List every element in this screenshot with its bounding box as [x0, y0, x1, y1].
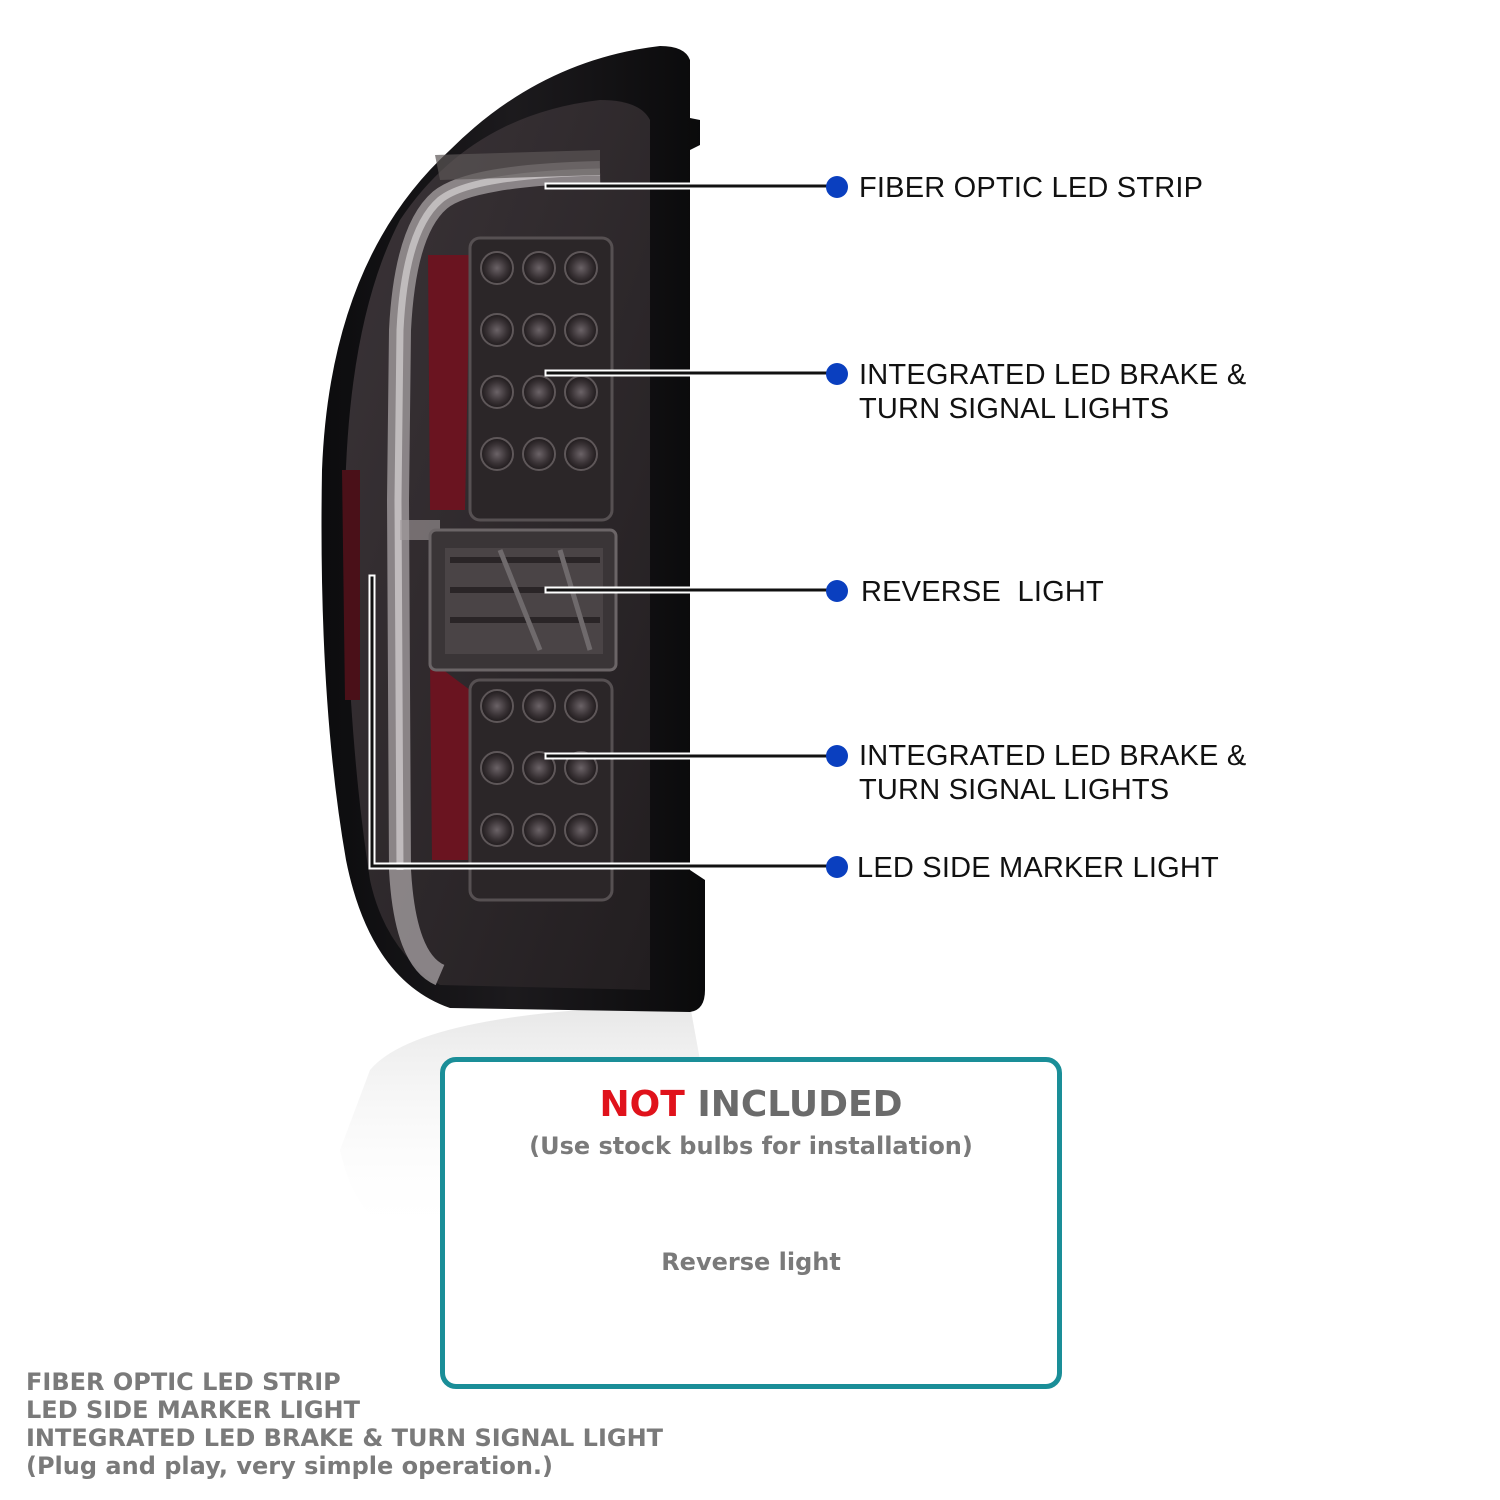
led-bulb — [522, 437, 556, 471]
led-bulb — [564, 751, 598, 785]
callout-dot — [826, 363, 848, 385]
led-bulb — [480, 689, 514, 723]
led-bulb — [480, 375, 514, 409]
led-bulb — [480, 751, 514, 785]
red-reflector — [430, 660, 470, 860]
feature-item: (Plug and play, very simple operation.) — [26, 1452, 553, 1480]
led-bulb — [480, 251, 514, 285]
led-bulb — [564, 375, 598, 409]
callout-fiber-optic-strip: FIBER OPTIC LED STRIP — [859, 172, 1204, 204]
led-bulb — [522, 313, 556, 347]
led-bulb — [564, 813, 598, 847]
callout-dot — [826, 856, 848, 878]
led-bulb — [564, 251, 598, 285]
led-bulb — [522, 375, 556, 409]
led-bulb — [564, 689, 598, 723]
led-bulb — [480, 813, 514, 847]
not-included-title: NOT INCLUDED — [599, 1084, 903, 1125]
not-included-box: NOT INCLUDED (Use stock bulbs for instal… — [440, 1057, 1062, 1389]
led-bulb — [522, 813, 556, 847]
leader-lines — [368, 182, 834, 870]
callout-lower-brake-turn: INTEGRATED LED BRAKE & TURN SIGNAL LIGHT… — [859, 740, 1247, 806]
callout-side-marker: LED SIDE MARKER LIGHT — [857, 852, 1219, 884]
not-included-item: Reverse light — [661, 1248, 841, 1276]
led-bulb — [564, 313, 598, 347]
feature-item: LED SIDE MARKER LIGHT — [26, 1396, 360, 1424]
callout-upper-brake-turn: INTEGRATED LED BRAKE & TURN SIGNAL LIGHT… — [859, 359, 1247, 425]
red-reflector — [428, 255, 470, 510]
led-bulb — [522, 751, 556, 785]
led-bulb — [480, 313, 514, 347]
led-bulb — [480, 437, 514, 471]
callout-dot — [826, 580, 848, 602]
not-included-subtitle: (Use stock bulbs for installation) — [529, 1132, 973, 1160]
feature-item: FIBER OPTIC LED STRIP — [26, 1368, 341, 1396]
led-bulb — [522, 689, 556, 723]
callout-reverse-light: REVERSE LIGHT — [861, 576, 1104, 608]
callout-dot — [826, 176, 848, 198]
features-list: FIBER OPTIC LED STRIP LED SIDE MARKER LI… — [26, 1368, 663, 1480]
led-bulb — [564, 437, 598, 471]
led-bulb — [522, 251, 556, 285]
feature-item: INTEGRATED LED BRAKE & TURN SIGNAL LIGHT — [26, 1424, 664, 1452]
callout-dot — [826, 745, 848, 767]
